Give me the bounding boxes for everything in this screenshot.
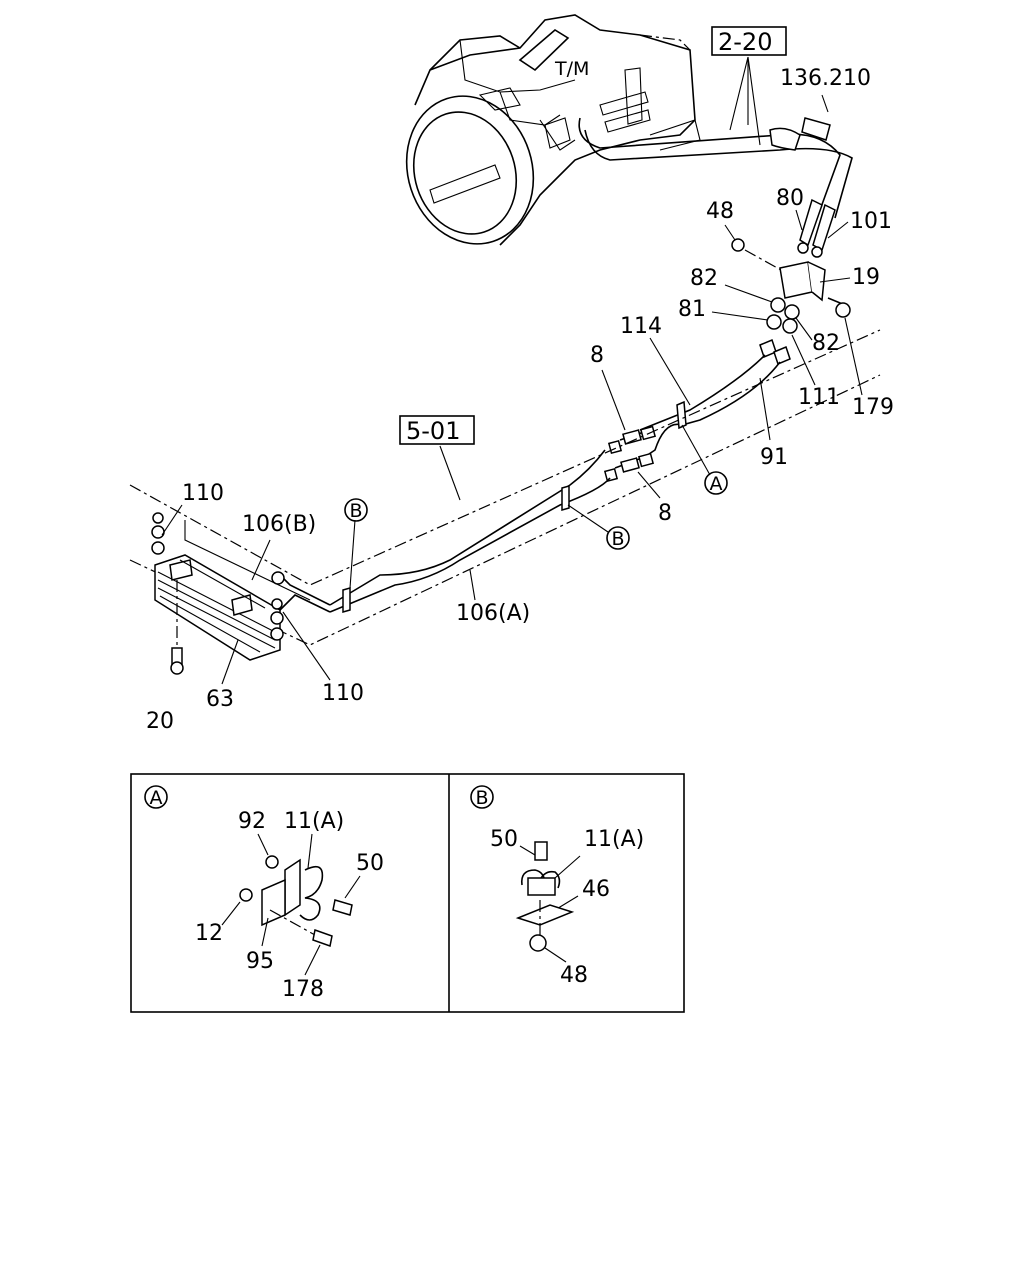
detail-a-marker	[144, 785, 168, 809]
detail-b-marker-label: B	[475, 787, 488, 809]
detail-b-marker	[470, 785, 494, 809]
ref-box-cooler-label: 5-01	[406, 417, 460, 445]
callout-48-top: 48	[706, 199, 734, 224]
callout-110-top: 110	[182, 481, 224, 506]
detail-b-callout-50: 50	[490, 827, 518, 852]
detail-a-marker-label: A	[150, 787, 163, 809]
detail-a-callout-12: 12	[195, 921, 223, 946]
ref-box-transmission-label: 2-20	[718, 28, 772, 56]
callout-8-lower: 8	[658, 501, 672, 526]
callout-106a: 106(A)	[456, 601, 530, 626]
detail-a-callout-92: 92	[238, 809, 266, 834]
marker-b-right	[606, 526, 630, 550]
detail-b-callout-48: 48	[560, 963, 588, 988]
detail-a-callout-11a: 11(A)	[284, 809, 344, 834]
detail-a-callout-50: 50	[356, 851, 384, 876]
callout-82-lower: 82	[812, 331, 840, 356]
transmission-label: T/M	[554, 58, 589, 80]
marker-b-right-label: B	[611, 528, 624, 550]
detail-b-callout-11a: 11(A)	[584, 827, 644, 852]
ref-box-cooler	[399, 415, 475, 445]
marker-a-main-label: A	[710, 473, 723, 495]
marker-b-left-label: B	[349, 500, 362, 522]
marker-a-main	[704, 471, 728, 495]
callout-114: 114	[620, 314, 662, 339]
callout-91: 91	[760, 445, 788, 470]
callout-179: 179	[852, 395, 894, 420]
callout-101: 101	[850, 209, 892, 234]
marker-b-left	[344, 498, 368, 522]
detail-panels-frame	[130, 773, 685, 1013]
callout-19: 19	[852, 265, 880, 290]
transmission-unit: T/M	[405, 14, 701, 246]
callout-106b: 106(B)	[242, 512, 316, 537]
detail-b-callout-46: 46	[582, 877, 610, 902]
callout-111: 111	[798, 385, 840, 410]
detail-a-callout-95: 95	[246, 949, 274, 974]
callout-82-upper: 82	[690, 266, 718, 291]
callout-81: 81	[678, 297, 706, 322]
oil-cooler	[154, 554, 281, 661]
callout-8-upper: 8	[590, 343, 604, 368]
callout-80: 80	[776, 186, 804, 211]
detail-b-panel: B 50 11(A) 46 48	[470, 785, 644, 988]
ref-box-transmission	[711, 26, 787, 56]
detail-a-panel: A 92 11(A) 50 12 95 178	[144, 785, 384, 1002]
detail-a-callout-178: 178	[282, 977, 324, 1002]
callout-110-bottom: 110	[322, 681, 364, 706]
callout-136-210: 136.210	[780, 66, 871, 91]
callout-20: 20	[146, 709, 174, 734]
callout-63: 63	[206, 687, 234, 712]
